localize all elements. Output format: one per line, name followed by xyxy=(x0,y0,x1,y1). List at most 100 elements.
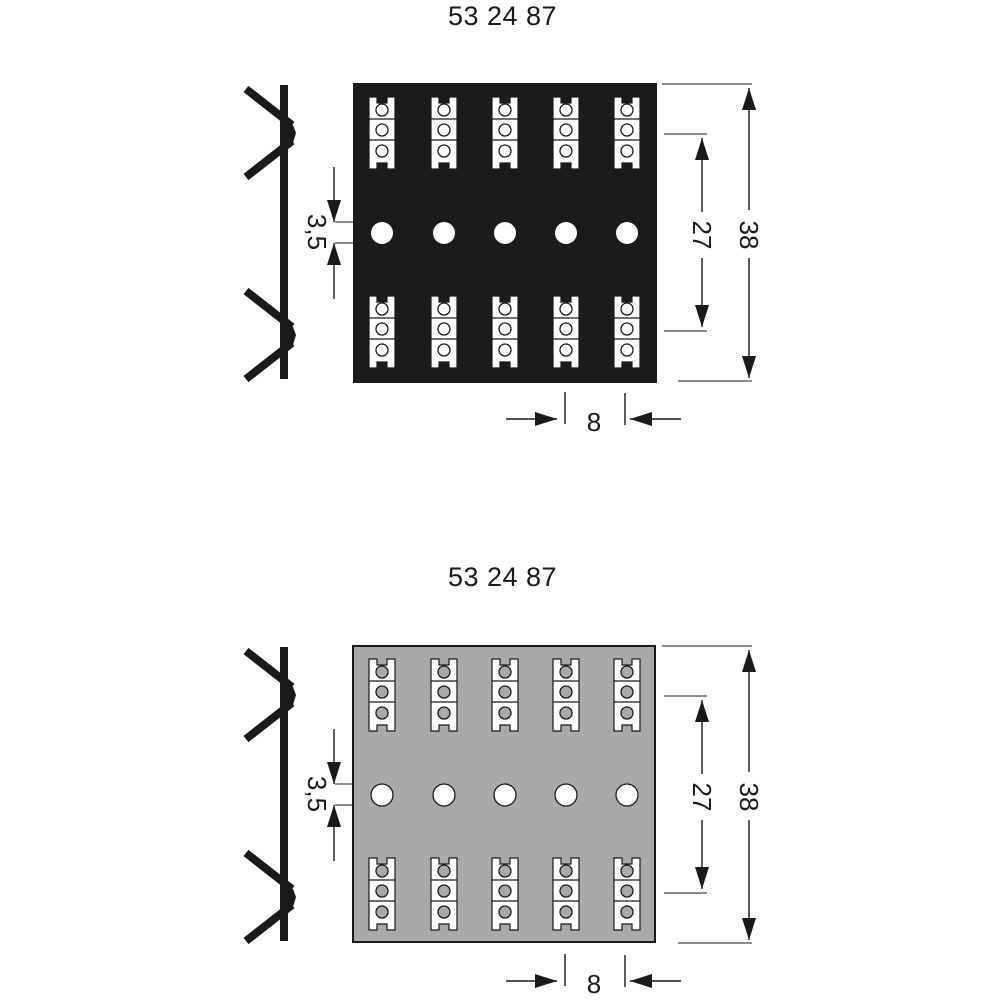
contact-hole xyxy=(437,103,451,117)
dimension-hole-diameter: 3,5 xyxy=(302,167,354,299)
dim-label-pitch: 8 xyxy=(587,407,601,437)
mounting-hole xyxy=(615,783,639,807)
contact-block xyxy=(552,96,580,170)
contact-hole xyxy=(437,123,451,137)
mounting-hole xyxy=(555,222,577,244)
contact-hole xyxy=(620,144,634,158)
dim-arrow-head xyxy=(630,412,652,426)
clip-arm xyxy=(243,699,295,743)
clip-knuckle xyxy=(282,683,296,709)
contact-hole xyxy=(375,685,389,699)
clip-knuckle xyxy=(282,121,296,147)
contact-hole xyxy=(559,144,573,158)
contact-hole xyxy=(375,343,389,357)
part-number-top: 53 24 87 xyxy=(447,1,558,31)
dim-label-contact-span: 27 xyxy=(687,783,717,812)
contact-hole xyxy=(437,144,451,158)
mounting-hole xyxy=(370,783,394,807)
contact-block xyxy=(491,96,519,170)
contact-hole xyxy=(559,685,573,699)
mounting-hole xyxy=(493,783,517,807)
clip-knuckle xyxy=(282,885,296,911)
contact-block xyxy=(491,658,519,732)
contact-hole xyxy=(437,864,451,878)
contact-hole xyxy=(559,864,573,878)
dim-arrow-head xyxy=(535,974,557,988)
clip-arm xyxy=(243,647,295,691)
contact-block xyxy=(368,295,396,369)
contact-hole xyxy=(620,343,634,357)
part-number-bottom: 53 24 87 xyxy=(447,562,558,592)
contact-hole xyxy=(437,302,451,316)
contact-hole xyxy=(559,103,573,117)
clip-arm xyxy=(243,901,295,945)
contact-hole xyxy=(375,103,389,117)
contact-hole xyxy=(498,123,512,137)
dim-arrow-head xyxy=(630,974,652,988)
contact-hole xyxy=(559,302,573,316)
contact-hole xyxy=(620,706,634,720)
contact-hole xyxy=(559,322,573,336)
contact-hole xyxy=(620,884,634,898)
contact-block xyxy=(552,658,580,732)
dim-label-contact-span: 27 xyxy=(687,221,717,250)
contact-hole xyxy=(620,103,634,117)
dimension-hole-diameter: 3,5 xyxy=(302,729,354,861)
mounting-hole xyxy=(371,222,393,244)
contact-block xyxy=(368,96,396,170)
contact-block xyxy=(613,658,641,732)
mounting-hole xyxy=(433,222,455,244)
contact-hole xyxy=(620,685,634,699)
dimension-contact-span: 27 xyxy=(664,133,717,332)
contact-hole xyxy=(620,905,634,919)
contact-hole xyxy=(437,706,451,720)
contact-block xyxy=(613,857,641,931)
contact-block xyxy=(491,295,519,369)
dim-arrow-head xyxy=(327,762,341,784)
contact-block xyxy=(552,857,580,931)
contact-hole xyxy=(620,123,634,137)
contact-hole xyxy=(559,343,573,357)
contact-hole xyxy=(498,706,512,720)
contact-hole xyxy=(375,144,389,158)
contact-hole xyxy=(559,884,573,898)
contact-hole xyxy=(375,665,389,679)
clip-knuckle xyxy=(282,323,296,349)
contact-hole xyxy=(375,302,389,316)
dimension-pitch: 8 xyxy=(506,392,681,437)
dim-label-pitch: 8 xyxy=(587,969,601,999)
contact-block xyxy=(368,857,396,931)
contact-block xyxy=(491,857,519,931)
contact-hole xyxy=(498,685,512,699)
dim-arrow-head xyxy=(695,867,709,889)
contact-hole xyxy=(498,864,512,878)
contact-block xyxy=(430,295,458,369)
contact-hole xyxy=(375,905,389,919)
dim-arrow-head xyxy=(742,918,756,940)
contact-hole xyxy=(498,302,512,316)
clip-arm xyxy=(243,85,295,129)
rail xyxy=(280,85,288,379)
contact-hole xyxy=(437,322,451,336)
contact-block xyxy=(613,96,641,170)
contact-hole xyxy=(375,123,389,137)
contact-hole xyxy=(375,322,389,336)
dim-arrow-head xyxy=(327,805,341,827)
mounting-hole xyxy=(494,222,516,244)
rail xyxy=(280,647,288,941)
contact-hole xyxy=(620,322,634,336)
contact-hole xyxy=(498,103,512,117)
mounting-hole xyxy=(554,783,578,807)
side-profile xyxy=(243,85,296,383)
dim-arrow-head xyxy=(535,412,557,426)
contact-hole xyxy=(375,864,389,878)
dimension-pitch: 8 xyxy=(506,954,681,999)
contact-hole xyxy=(498,343,512,357)
contact-hole xyxy=(498,905,512,919)
contact-hole xyxy=(437,685,451,699)
contact-hole xyxy=(620,665,634,679)
dim-arrow-head xyxy=(327,200,341,222)
contact-hole xyxy=(437,884,451,898)
